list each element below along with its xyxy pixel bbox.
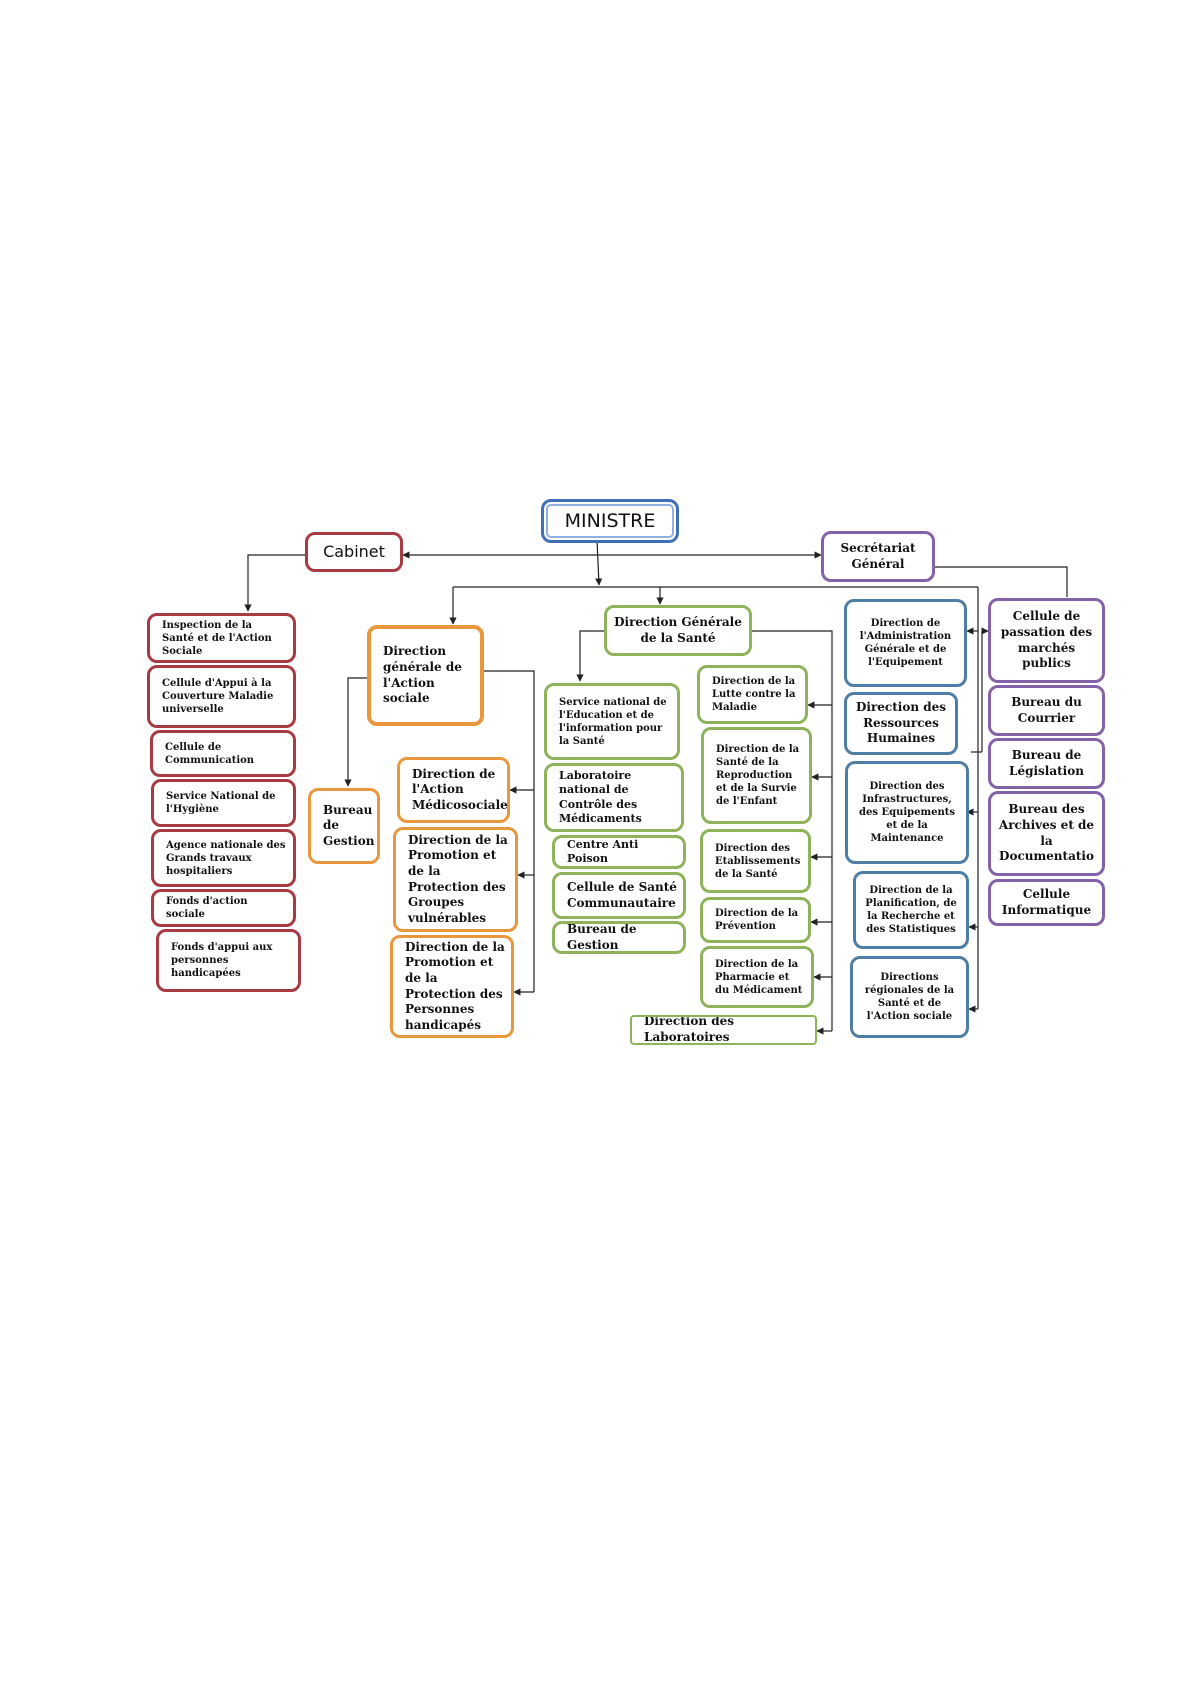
sg-direction-regionales: Directions régionales de la Santé et de … xyxy=(850,956,969,1038)
dgs-service-centre-anti-poison: Centre Anti Poison xyxy=(552,835,686,869)
dgs-service-education: Service national de l'Education et de l'… xyxy=(544,683,680,760)
dgs-direction-etablissements: Direction des Etablissements de la Santé xyxy=(700,829,811,893)
cabinet-box: Cabinet xyxy=(305,532,403,572)
sg-direction-administration: Direction de l'Administration Générale e… xyxy=(844,599,967,687)
cabinet-unit-cmu: Cellule d'Appui à la Couverture Maladie … xyxy=(147,665,296,728)
cabinet-unit-inspection: Inspection de la Santé et de l'Action So… xyxy=(147,613,296,663)
dgs-direction-prevention: Direction de la Prévention xyxy=(700,897,811,943)
dgs-direction-lutte-maladie: Direction de la Lutte contre la Maladie xyxy=(697,665,808,724)
dg-action-sociale-box: Direction générale de l'Action sociale xyxy=(367,625,484,726)
sg-unit-bureau-archives: Bureau des Archives et de la Documentati… xyxy=(988,791,1105,876)
cabinet-unit-agtho: Agence nationale des Grands travaux hosp… xyxy=(151,829,296,887)
dgas-direction-groupes-vulnerables: Direction de la Promotion et de la Prote… xyxy=(393,827,518,932)
dg-sante-box: Direction Générale de la Santé xyxy=(604,605,752,656)
cabinet-unit-fonds-handicapes: Fonds d'appui aux personnes handicapées xyxy=(156,929,301,992)
cabinet-unit-fas: Fonds d'action sociale xyxy=(151,889,296,927)
sg-direction-infrastructures: Direction des Infrastructures, des Equip… xyxy=(845,761,969,864)
sg-direction-ressources-humaines: Direction des Ressources Humaines xyxy=(844,692,958,755)
secretariat-general-box: Secrétariat Général xyxy=(821,531,935,582)
sg-unit-bureau-legislation: Bureau de Législation xyxy=(988,738,1105,789)
dgas-direction-medicosociale: Direction de l'Action Médicosociale xyxy=(397,757,510,823)
sg-unit-cellule-informatique: Cellule Informatique xyxy=(988,879,1105,926)
dgs-direction-laboratoires: Direction des Laboratoires xyxy=(630,1015,817,1045)
dgas-direction-personnes-handicapes: Direction de la Promotion et de la Prote… xyxy=(390,935,514,1038)
cabinet-unit-communication: Cellule de Communication xyxy=(150,730,296,777)
sg-unit-bureau-courrier: Bureau du Courrier xyxy=(988,685,1105,736)
sg-direction-planification: Direction de la Planification, de la Rec… xyxy=(853,871,969,949)
dgs-service-laboratoire-controle: Laboratoire national de Contrôle des Méd… xyxy=(544,763,684,832)
dgs-direction-sante-reproduction: Direction de la Santé de la Reproduction… xyxy=(701,727,812,824)
dgs-service-sante-communautaire: Cellule de Santé Communautaire xyxy=(552,872,686,919)
bureau-gestion-as-box: Bureau de Gestion xyxy=(308,788,380,864)
cabinet-unit-hygiene: Service National de l'Hygiène xyxy=(151,779,296,827)
dgs-direction-pharmacie: Direction de la Pharmacie et du Médicame… xyxy=(700,946,814,1008)
dgs-service-bureau-gestion: Bureau de Gestion xyxy=(552,921,686,954)
sg-unit-passation-marches: Cellule de passation des marchés publics xyxy=(988,598,1105,683)
minister-box: MINISTRE xyxy=(541,499,679,543)
